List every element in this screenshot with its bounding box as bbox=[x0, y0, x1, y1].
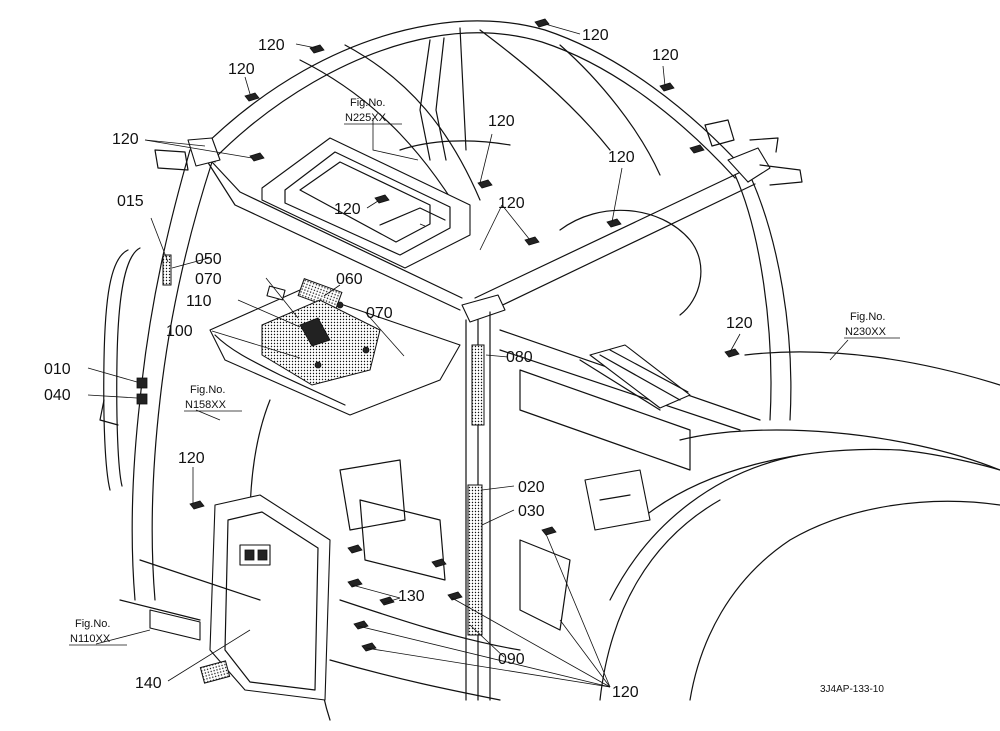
fig-n158xx: N158XX bbox=[185, 399, 227, 411]
label-020: 020 bbox=[518, 479, 545, 496]
label-120-l: 120 bbox=[612, 684, 639, 701]
fig-prefix-n225: Fig.No. bbox=[350, 97, 385, 109]
floor-structure bbox=[119, 459, 651, 701]
fig-prefix-n158: Fig.No. bbox=[190, 384, 225, 396]
label-010: 010 bbox=[44, 361, 71, 378]
label-120-c: 120 bbox=[582, 27, 609, 44]
figure-references: Fig.No. N225XX Fig.No. N230XX Fig.No. N1… bbox=[69, 97, 900, 646]
label-120-b: 120 bbox=[228, 61, 255, 78]
leader-lines bbox=[87, 23, 849, 688]
fig-prefix-n230: Fig.No. bbox=[850, 311, 885, 323]
instrument-panel bbox=[209, 278, 461, 416]
fig-n230xx: N230XX bbox=[845, 326, 887, 338]
part-labels: 120 120 120 120 120 120 120 120 120 120 … bbox=[44, 27, 753, 701]
label-060: 060 bbox=[336, 271, 363, 288]
center-pillar bbox=[461, 294, 506, 701]
label-120-k: 120 bbox=[178, 450, 205, 467]
drawing-reference-code: 3J4AP-133-10 bbox=[820, 684, 884, 695]
label-030: 030 bbox=[518, 503, 545, 520]
part-015-050 bbox=[162, 254, 172, 286]
label-120-j: 120 bbox=[726, 315, 753, 332]
part-140-pad bbox=[199, 660, 231, 684]
label-040: 040 bbox=[44, 387, 71, 404]
cushion-parts-120 bbox=[189, 18, 740, 652]
fig-n225xx: N225XX bbox=[345, 112, 387, 124]
part-040 bbox=[136, 393, 148, 405]
label-080: 080 bbox=[506, 349, 533, 366]
rear-fender-outline bbox=[599, 351, 1000, 701]
fig-n110xx: N110XX bbox=[70, 633, 111, 645]
label-110: 110 bbox=[186, 293, 212, 310]
label-120-h: 120 bbox=[608, 149, 635, 166]
label-070-b: 070 bbox=[366, 305, 393, 322]
label-120-a: 120 bbox=[258, 37, 285, 54]
part-010 bbox=[136, 377, 148, 389]
right-door-frame bbox=[499, 329, 761, 471]
label-015: 015 bbox=[117, 193, 144, 210]
label-050: 050 bbox=[195, 251, 222, 268]
label-120-g: 120 bbox=[488, 113, 515, 130]
label-120-f: 120 bbox=[334, 201, 361, 218]
roof-hatch bbox=[261, 137, 471, 269]
label-130: 130 bbox=[398, 588, 425, 605]
label-120-d: 120 bbox=[652, 47, 679, 64]
fig-prefix-n110: Fig.No. bbox=[75, 618, 110, 630]
label-100: 100 bbox=[166, 323, 193, 340]
roof-frame bbox=[199, 20, 756, 313]
label-120-i: 120 bbox=[498, 195, 525, 212]
label-120-e: 120 bbox=[112, 131, 139, 148]
label-140: 140 bbox=[135, 675, 162, 692]
right-rear-pillar bbox=[704, 119, 803, 421]
label-090: 090 bbox=[498, 651, 525, 668]
label-070-a: 070 bbox=[195, 271, 222, 288]
